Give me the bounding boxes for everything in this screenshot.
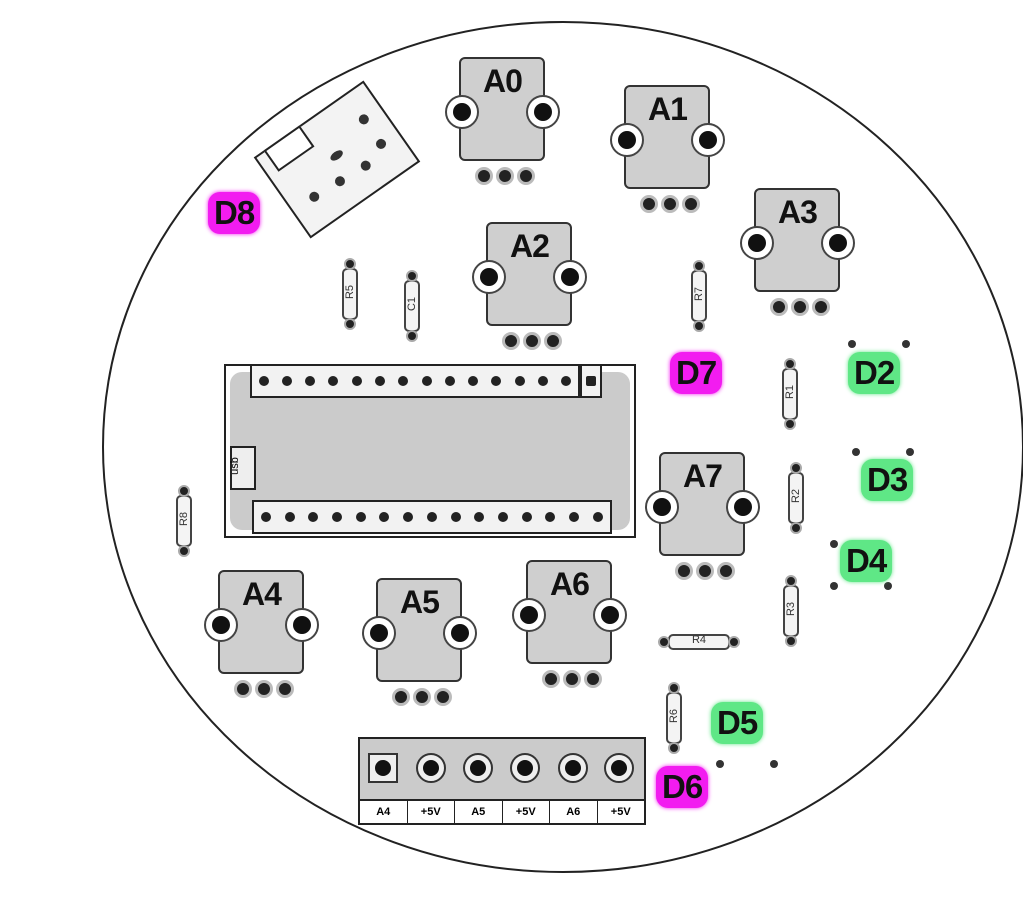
pot-label: A3 [778, 194, 818, 230]
pot-label: A2 [510, 228, 550, 264]
resistor-r8: R8 [174, 485, 194, 557]
led-d2-footprint [848, 340, 910, 390]
resistor-r2: R2 [786, 462, 806, 534]
resistor-r5: R5 [340, 258, 360, 330]
led-d3-footprint [852, 448, 914, 498]
resistor-r7: R7 [689, 260, 709, 332]
resistor-label: R3 [785, 601, 797, 617]
pot-a4: A4 [204, 570, 319, 698]
terminal-label: A6 [550, 801, 598, 823]
resistor-label: R8 [178, 511, 190, 527]
pot-a2: A2 [472, 222, 587, 350]
microcontroller-board: usb [224, 364, 636, 538]
pot-a6: A6 [512, 560, 627, 688]
terminal-pin [463, 753, 493, 783]
resistor-label: R2 [790, 488, 802, 504]
pot-label: A1 [648, 91, 688, 127]
label-d6: D6 [656, 766, 709, 808]
terminal-pin [558, 753, 588, 783]
terminal-block: A4 +5V A5 +5V A6 +5V [358, 733, 646, 825]
led-d5-footprint [716, 718, 778, 768]
label-d3: D3 [861, 459, 914, 501]
usb-label: usb [228, 457, 241, 475]
pot-label: A6 [550, 566, 590, 602]
led-d4-footprint [830, 540, 892, 590]
pot-label: A4 [242, 576, 282, 612]
label-d5: D5 [711, 702, 764, 744]
pin-square [580, 364, 602, 398]
terminal-pin [510, 753, 540, 783]
resistor-label: R5 [344, 284, 356, 300]
pot-a3: A3 [740, 188, 855, 316]
pot-a7: A7 [645, 452, 760, 580]
resistor-r3: R3 [781, 575, 801, 647]
pot-label: A0 [483, 63, 523, 99]
resistor-label: R6 [668, 708, 680, 724]
resistor-label: R1 [784, 384, 796, 400]
pot-label: A5 [400, 584, 440, 620]
terminal-pin [604, 753, 634, 783]
pot-a0: A0 [445, 57, 560, 185]
pot-a5: A5 [362, 578, 477, 706]
pot-a1: A1 [610, 85, 725, 213]
pot-label: A7 [683, 458, 723, 494]
terminal-label: +5V [610, 806, 631, 818]
resistor-r6: R6 [664, 682, 684, 754]
label-d4: D4 [840, 540, 893, 582]
terminal-label: +5V [503, 801, 550, 823]
capacitor-label: C1 [406, 296, 418, 312]
usb-port: usb [228, 446, 256, 490]
label-d7: D7 [670, 352, 723, 394]
terminal-pin [368, 753, 398, 783]
resistor-label: R4 [691, 634, 707, 646]
terminal-pin [416, 753, 446, 783]
label-d8: D8 [208, 192, 261, 234]
terminal-label: A5 [455, 801, 503, 823]
pin-header-bottom [252, 500, 612, 534]
label-d2: D2 [848, 352, 901, 394]
resistor-label: R7 [693, 286, 705, 302]
resistor-r4: R4 [658, 632, 740, 652]
resistor-r1: R1 [780, 358, 800, 430]
capacitor-c1: C1 [402, 270, 422, 342]
terminal-label: +5V [408, 801, 455, 823]
terminal-label: A4 [360, 801, 408, 823]
pin-header-top [250, 364, 580, 398]
